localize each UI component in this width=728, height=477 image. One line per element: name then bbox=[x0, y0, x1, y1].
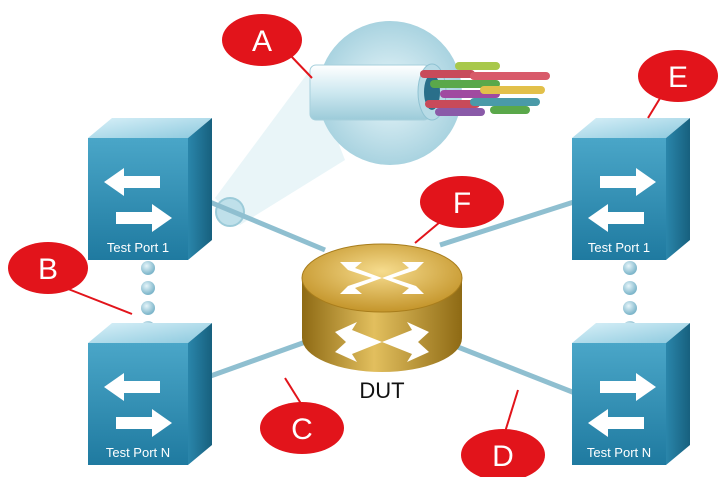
link-right-top bbox=[439, 197, 581, 248]
right-test-port-1: Test Port 1 bbox=[572, 118, 690, 260]
crossed-arrows-icon bbox=[335, 322, 429, 362]
dut-label: DUT bbox=[359, 378, 404, 403]
swap-arrows-icon bbox=[104, 373, 172, 437]
port-label: Test Port 1 bbox=[588, 240, 650, 255]
callout-a: A bbox=[222, 14, 313, 79]
link-right-bottom bbox=[439, 337, 581, 398]
callout-letter: A bbox=[252, 25, 272, 58]
fiber-cable-illustration bbox=[309, 62, 550, 121]
callout-d: D bbox=[461, 389, 545, 477]
left-test-port-n: Test Port N bbox=[88, 323, 212, 465]
port-label: Test Port N bbox=[587, 445, 651, 460]
crossed-arrows-icon bbox=[340, 262, 424, 294]
callout-letter: D bbox=[492, 440, 514, 473]
callout-letter: B bbox=[38, 253, 58, 286]
callout-letter: C bbox=[291, 413, 313, 446]
port-label: Test Port 1 bbox=[107, 240, 169, 255]
callout-letter: E bbox=[668, 61, 688, 94]
swap-arrows-icon bbox=[588, 168, 656, 232]
dut-router: DUT bbox=[301, 243, 463, 403]
left-test-port-1: Test Port 1 bbox=[88, 118, 212, 260]
swap-arrows-icon bbox=[104, 168, 172, 232]
callout-e: E bbox=[638, 50, 718, 119]
link-left-top bbox=[204, 197, 326, 253]
callout-f: F bbox=[414, 176, 504, 244]
callout-c: C bbox=[260, 377, 344, 454]
callout-letter: F bbox=[453, 187, 471, 220]
swap-arrows-icon bbox=[588, 373, 656, 437]
callout-b: B bbox=[8, 242, 133, 315]
right-test-port-n: Test Port N bbox=[572, 323, 690, 465]
data-packets bbox=[420, 62, 550, 116]
port-label: Test Port N bbox=[106, 445, 170, 460]
